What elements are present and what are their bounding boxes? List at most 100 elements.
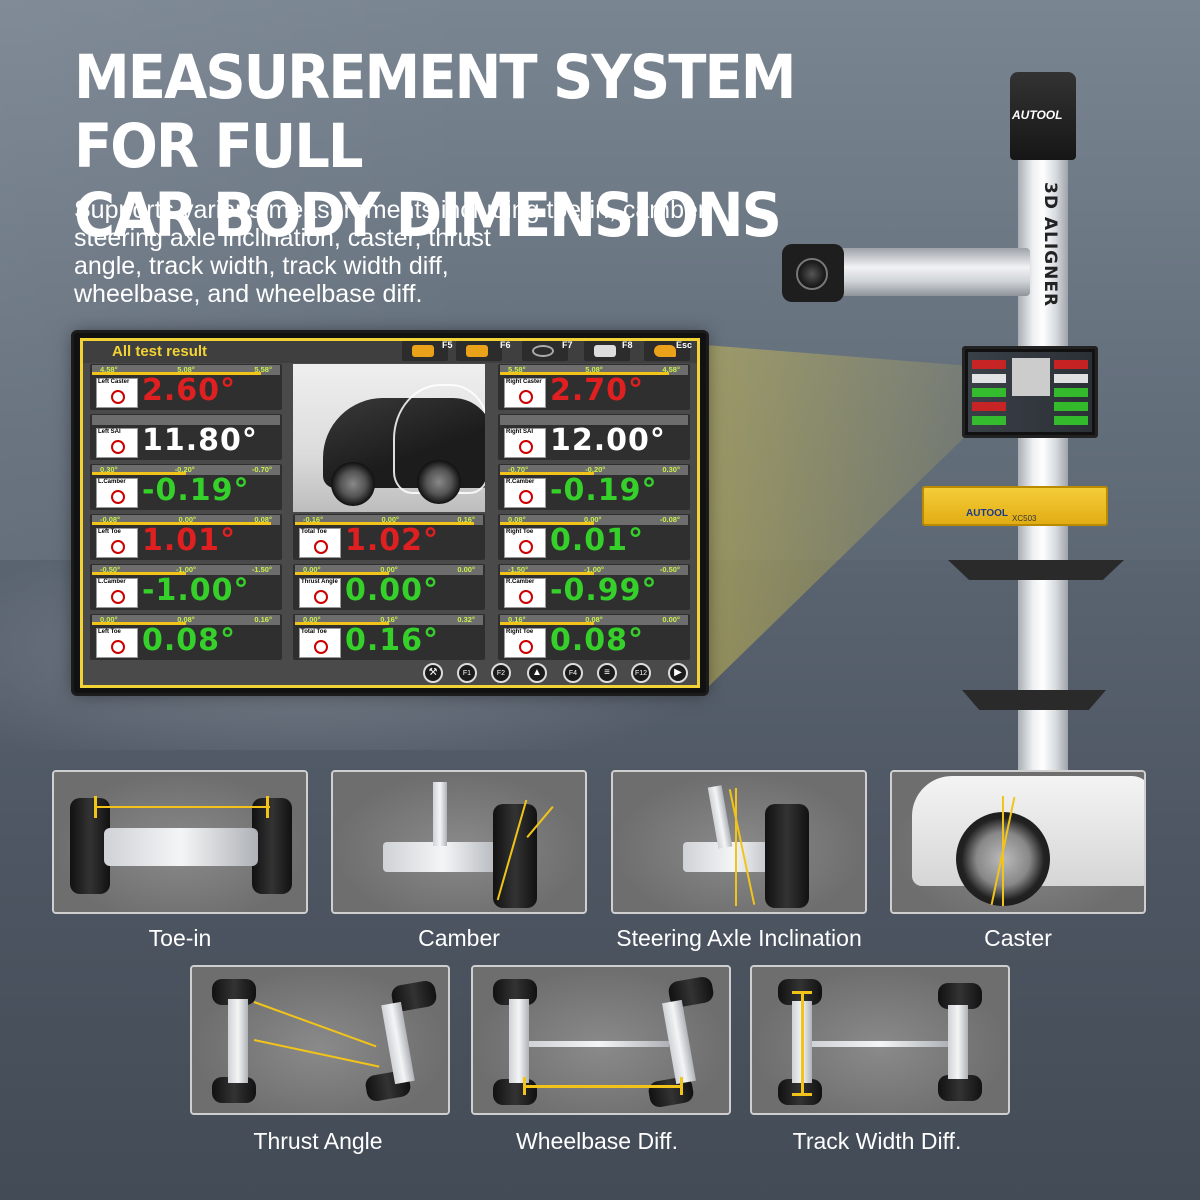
tolerance-bar	[92, 515, 280, 525]
measurement-name: Right SAI	[506, 429, 533, 435]
subtitle-line-4: wheelbase, and wheelbase diff.	[74, 280, 423, 308]
track-width-diff-label: Track Width Diff.	[792, 1128, 962, 1154]
wheel-diagram-icon: L.Camber	[96, 578, 138, 608]
thrust-angle-thumbnail	[190, 965, 450, 1115]
tolerance-bar-fill	[92, 372, 262, 375]
tolerance-bar-fill	[500, 522, 594, 525]
measurement-value: 0.01°	[550, 523, 645, 558]
wheel-diagram-icon: Right Caster	[504, 378, 546, 408]
tolerance-bar	[92, 465, 280, 475]
wheel-diagram-icon: Total Toe	[299, 628, 341, 658]
measurement-value: -0.99°	[550, 573, 658, 608]
toolbar-button-label: F2	[496, 670, 506, 677]
car-wireframe-image	[293, 364, 485, 512]
tolerance-bar-fill	[92, 572, 186, 575]
wheel-diagram-icon: Left SAI	[96, 428, 138, 458]
wrench-icon[interactable]: ⚒	[423, 663, 443, 683]
wheel-diagram-icon: Right Toe	[504, 628, 546, 658]
tolerance-tick-label: 4.58°	[100, 365, 118, 374]
tolerance-tick-label: 0.00°	[583, 515, 602, 524]
esc-label: Esc	[676, 340, 693, 350]
wheel-diagram-icon: Left Toe	[96, 628, 138, 658]
title-line-2: CAR BODY DIMENSIONS	[74, 181, 782, 252]
tolerance-tick-label: 0.00°	[100, 615, 118, 624]
wheel-icon	[519, 540, 533, 554]
tolerance-bar	[295, 615, 483, 625]
tolerance-bar	[500, 615, 688, 625]
measurement-cell: -0.50°-1.00°-1.50°L.Camber-1.00°	[90, 564, 282, 610]
toolbar-button-label: F1	[462, 670, 472, 677]
tolerance-ticks: 4.58° 5.08° 5.58°	[100, 365, 272, 374]
wheel-diagram-icon: R.Camber	[504, 478, 546, 508]
tolerance-ticks: -0.70°-0.20°0.30°	[508, 465, 680, 474]
page-title: MEASUREMENT SYSTEM FOR FULL CAR BODY DIM…	[74, 42, 854, 252]
tolerance-bar-fill	[500, 572, 594, 575]
play-icon[interactable]: ▶	[668, 663, 688, 683]
tolerance-bar	[92, 415, 280, 425]
wheel-diagram-icon: R.Camber	[504, 578, 546, 608]
toolbar-button[interactable]: F4	[563, 663, 583, 683]
tolerance-tick-label: 0.16°	[254, 615, 272, 624]
toolbar-button[interactable]: F2	[491, 663, 511, 683]
tolerance-tick-label: 5.58°	[254, 365, 272, 374]
fkey-f8-label: F8	[622, 340, 633, 350]
toolbar-button[interactable]: F1	[457, 663, 477, 683]
tolerance-tick-label: -1.50°	[508, 565, 529, 574]
tolerance-bar	[92, 565, 280, 575]
tolerance-tick-label: 0.16°	[380, 615, 398, 624]
wheel-diagram-icon: Right Toe	[504, 528, 546, 558]
measurement-value: 1.01°	[142, 523, 237, 558]
tolerance-bar	[500, 465, 688, 475]
pole-label: 3D ALIGNER	[1040, 182, 1060, 308]
tolerance-tick-label: 0.00°	[380, 565, 398, 574]
tolerance-ticks: 0.30°-0.20°-0.70°	[100, 465, 272, 474]
clamp-hanger-upper	[948, 560, 1124, 580]
tolerance-tick-label: 0.08°	[177, 615, 195, 624]
tolerance-ticks: 0.00°0.16°0.32°	[303, 615, 475, 624]
title-line-1: MEASUREMENT SYSTEM FOR FULL	[74, 42, 796, 183]
tolerance-tick-label: 0.08°	[254, 515, 272, 524]
measurement-value: 11.80°	[142, 423, 258, 458]
tolerance-tick-label: 0.30°	[662, 465, 680, 474]
tolerance-tick-label: -0.20°	[174, 465, 195, 474]
measurement-value: 2.70°	[550, 373, 645, 408]
mini-monitor-screen	[968, 352, 1092, 432]
wheel-icon	[519, 440, 533, 454]
toolbar-button[interactable]: F12	[631, 663, 651, 683]
wheelbase-diff-thumbnail	[471, 965, 731, 1115]
chart-icon[interactable]: ≡	[597, 663, 617, 683]
tolerance-tick-label: -0.16°	[303, 515, 324, 524]
subtitle-line-1: Supports various measurements including …	[74, 196, 712, 224]
pole-brand-logo: AUTOOL	[1012, 108, 1063, 122]
camera-lens-icon	[796, 258, 828, 290]
measurement-name: Total Toe	[301, 529, 327, 535]
tolerance-tick-label: 0.16°	[457, 515, 475, 524]
page-subtitle: Supports various measurements including …	[74, 196, 914, 308]
tolerance-tick-label: -0.70°	[508, 465, 529, 474]
tolerance-tick-label: 5.08°	[177, 365, 195, 374]
pole-cap	[1010, 72, 1076, 160]
keyboard-tray	[922, 486, 1108, 526]
wheel-icon	[314, 540, 328, 554]
subtitle-line-3: angle, track width, track width diff,	[74, 252, 449, 280]
tolerance-tick-label: 0.16°	[508, 615, 526, 624]
tolerance-bar	[295, 515, 483, 525]
toolbar-button-label: F12	[634, 670, 648, 677]
up-icon[interactable]: ▲	[527, 663, 547, 683]
tolerance-bar-fill	[295, 572, 389, 575]
tolerance-ticks: 0.16°0.08°0.00°	[508, 615, 680, 624]
tolerance-bar-fill	[500, 622, 594, 625]
toolbar-button-label: F4	[568, 670, 578, 677]
measurement-value: -0.19°	[142, 473, 250, 508]
tray-model-label: XC503	[1012, 514, 1037, 523]
tolerance-tick-label: 0.30°	[100, 465, 118, 474]
thrust-angle-label: Thrust Angle	[253, 1128, 383, 1154]
measurement-cell: 0.30°-0.20°-0.70°L.Camber-0.19°	[90, 464, 282, 510]
measurement-name: L.Camber	[98, 579, 126, 585]
tolerance-bar-fill	[92, 622, 186, 625]
measurement-name: Left Toe	[98, 529, 121, 535]
tolerance-bar	[295, 565, 483, 575]
